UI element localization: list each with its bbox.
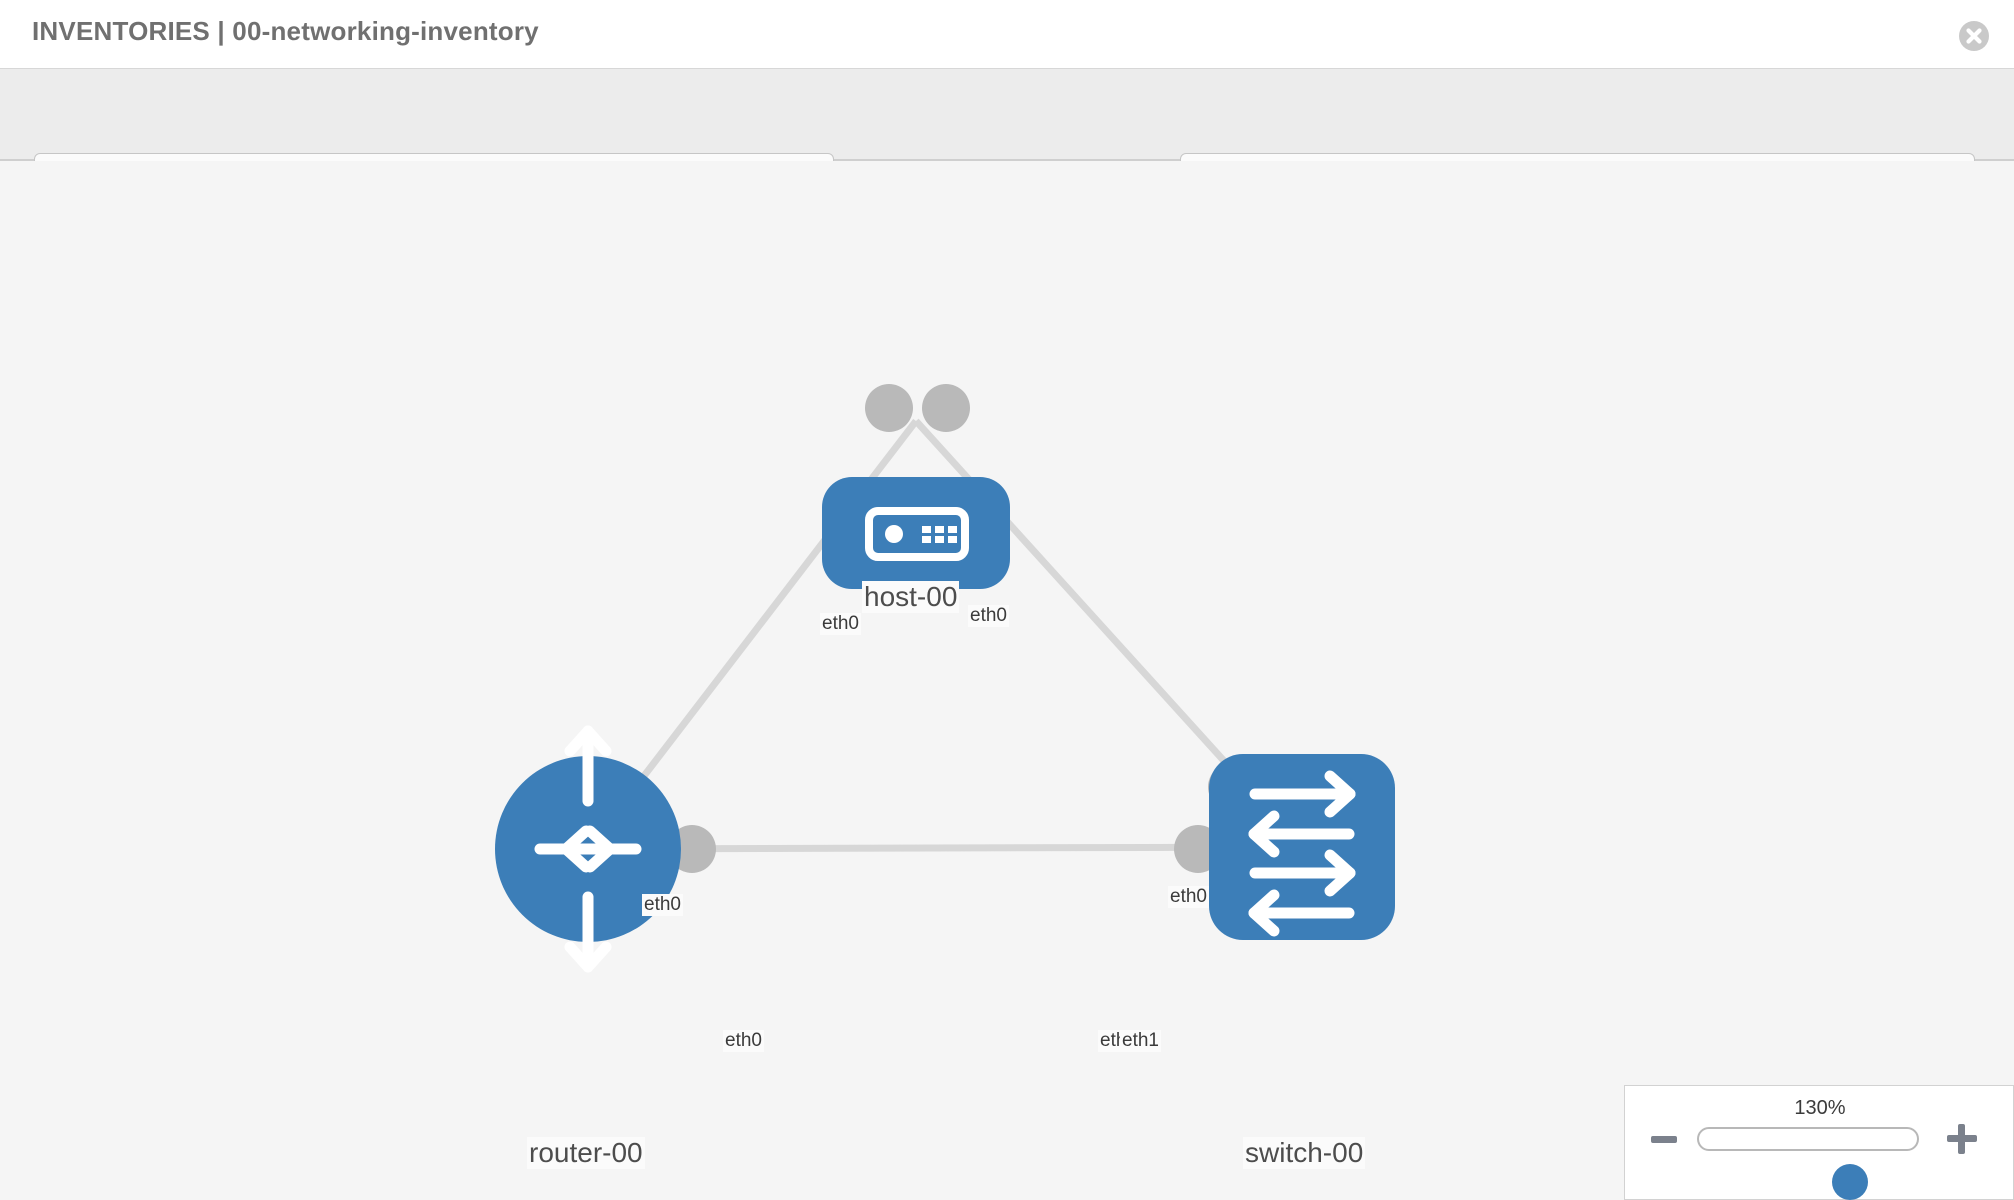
- toolbar: ACTIONS SEARCH: [0, 69, 2014, 208]
- zoom-slider-thumb[interactable]: [1832, 1164, 1868, 1200]
- zoom-slider[interactable]: [1697, 1127, 1919, 1200]
- plus-icon[interactable]: [1947, 1124, 1977, 1154]
- zoom-level-value: 130%: [1794, 1097, 1846, 1119]
- endpoint-host-left: [865, 384, 913, 432]
- zoom-control-panel: 130%: [1624, 1085, 2014, 1200]
- iface-label-switch-up: eth0: [1168, 886, 1209, 908]
- page-title: INVENTORIES | 00-networking-inventory: [32, 16, 539, 46]
- endpoint-host-right: [922, 384, 970, 432]
- node-switch-00: [1209, 754, 1395, 940]
- switch-arrows-icon: [1248, 770, 1356, 937]
- iface-label-switch-left-b: eth1: [1120, 1030, 1161, 1052]
- node-host-00: [822, 477, 1010, 589]
- page-header: INVENTORIES | 00-networking-inventory: [0, 0, 2014, 69]
- server-icon: [865, 507, 969, 561]
- iface-label-host-right: eth0: [968, 605, 1009, 627]
- iface-label-host-left: eth0: [820, 613, 861, 635]
- node-router-00: [495, 725, 681, 973]
- iface-label-router-right: eth0: [723, 1030, 764, 1052]
- node-label-switch: switch-00: [1243, 1137, 1366, 1169]
- topology-graph: [495, 384, 1395, 973]
- iface-label-router-up: eth0: [642, 894, 683, 916]
- topology-canvas[interactable]: host-00 router-00 switch-00 eth0 eth0 et…: [0, 161, 2014, 1200]
- router-arrows-icon: [534, 725, 642, 973]
- close-icon[interactable]: [1958, 20, 1990, 52]
- minus-icon[interactable]: [1651, 1136, 1677, 1143]
- node-label-router: router-00: [527, 1137, 645, 1169]
- topology-endpoints: [598, 384, 1256, 873]
- node-label-host: host-00: [862, 581, 960, 613]
